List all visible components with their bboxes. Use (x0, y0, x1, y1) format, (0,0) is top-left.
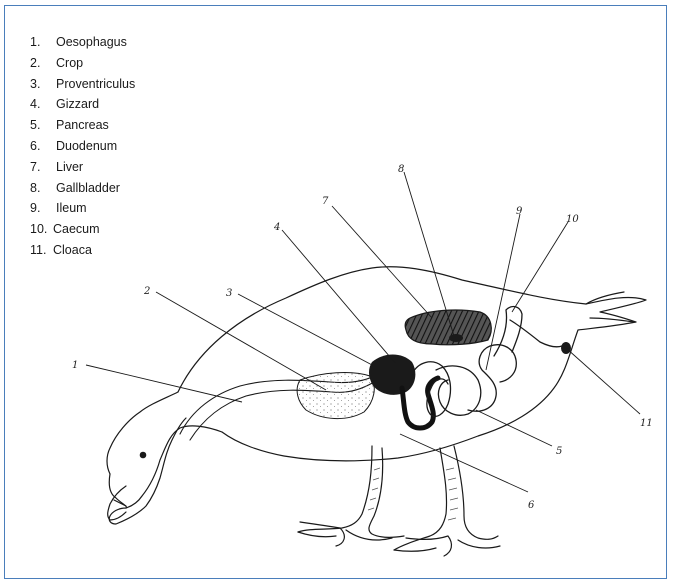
leader-6 (400, 434, 528, 492)
leader-lines (86, 172, 640, 492)
neck-lower-outline (126, 426, 222, 508)
eye (140, 452, 147, 459)
ileum (468, 345, 516, 411)
right-leg (394, 446, 498, 550)
callout-2: 2 (143, 286, 150, 297)
callout-7: 7 (322, 196, 329, 207)
callout-10: 10 (566, 214, 579, 225)
callout-8: 8 (398, 164, 404, 175)
leader-2 (156, 292, 326, 390)
proventriculus (369, 355, 415, 395)
callout-11: 11 (640, 418, 653, 429)
liver (405, 310, 491, 345)
head-outline (109, 418, 186, 524)
crop (297, 373, 374, 419)
tail-outline (586, 292, 634, 322)
callout-9: 9 (516, 206, 523, 217)
callout-5: 5 (556, 446, 562, 457)
left-foot (298, 522, 392, 546)
leader-4 (282, 230, 396, 364)
pancreas (436, 366, 481, 415)
leader-11 (566, 348, 640, 414)
callout-1: 1 (72, 360, 78, 371)
neck-outline (107, 392, 178, 474)
leader-1 (86, 365, 242, 402)
callout-3: 3 (226, 288, 232, 299)
leader-7 (332, 206, 432, 318)
leader-5 (476, 410, 552, 446)
callout-4: 4 (273, 222, 280, 233)
leader-10 (512, 222, 568, 312)
gallbladder (449, 334, 463, 342)
leader-3 (238, 294, 374, 366)
leader-8 (404, 172, 454, 336)
callout-6: 6 (528, 500, 535, 511)
caecum (494, 307, 562, 356)
